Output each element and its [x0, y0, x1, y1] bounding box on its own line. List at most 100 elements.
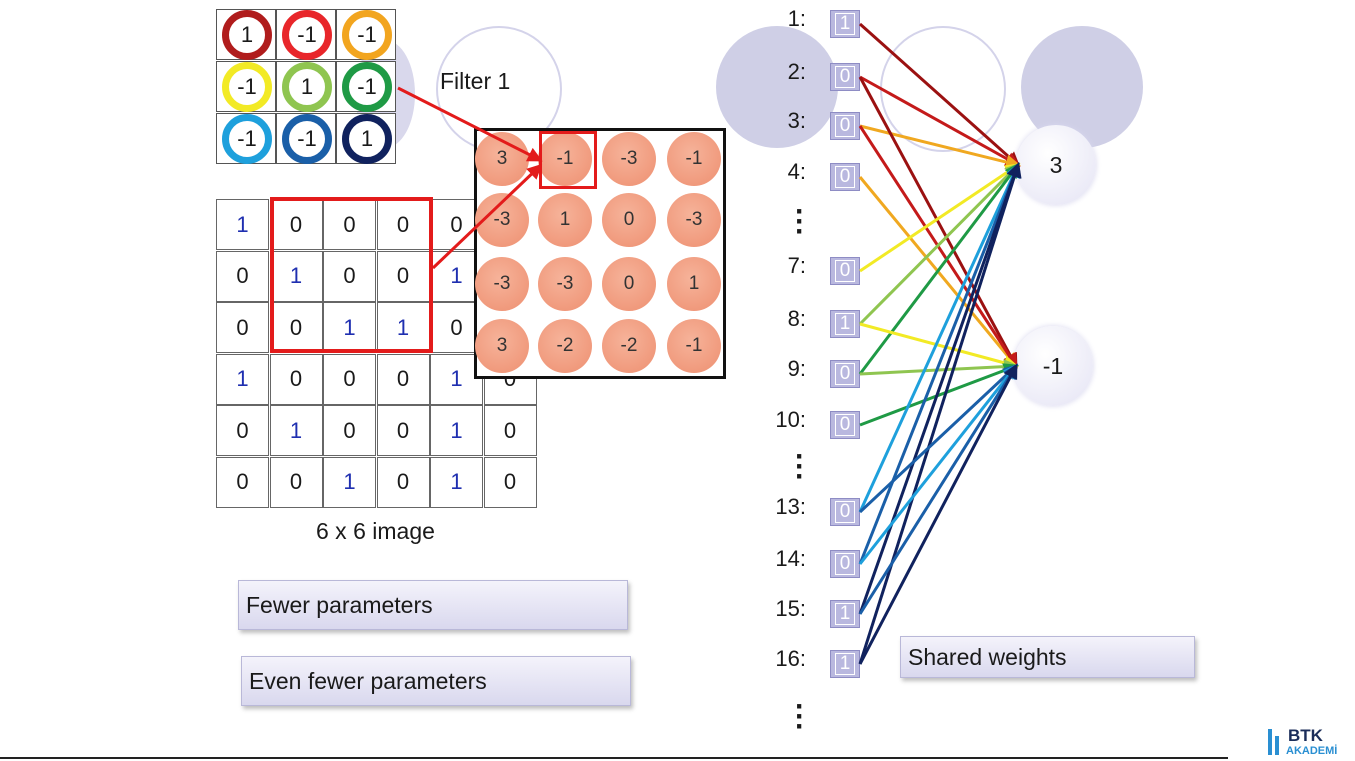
shared-weights-button[interactable]: Shared weights	[900, 636, 1195, 678]
input-node: 0	[830, 163, 860, 191]
filter-value: -1	[342, 62, 392, 112]
image-cell: 1	[323, 456, 376, 508]
input-index-label: 13:	[775, 494, 806, 519]
feature-value: 0	[602, 193, 656, 247]
filter-cell: -1	[336, 61, 396, 112]
input-index-label: 16:	[775, 646, 806, 671]
logo-text: BTK	[1288, 726, 1323, 745]
input-node: 0	[830, 360, 860, 388]
input-node: 0	[830, 411, 860, 439]
image-cell: 0	[269, 302, 323, 353]
input-value: 0	[835, 166, 855, 188]
image-cell: 0	[483, 456, 537, 508]
image-cell: 1	[269, 405, 323, 456]
filter-cell: -1	[276, 113, 336, 164]
ellipsis-dots: ···	[795, 195, 805, 248]
feature-value: 1	[667, 257, 721, 311]
weight-connection	[858, 363, 1018, 665]
input-node: 0	[830, 498, 860, 526]
weight-connection	[859, 163, 1021, 273]
feature-value: -2	[602, 319, 656, 373]
input-index-label: 15:	[775, 596, 806, 621]
logo-mark-icon	[1268, 729, 1272, 755]
input-value: 1	[835, 603, 855, 625]
filter-cell: 1	[276, 61, 336, 112]
filter-value: 1	[222, 10, 272, 60]
filter-value: -1	[222, 62, 272, 112]
input-index-label: 10:	[775, 407, 806, 432]
fewer-parameters-button[interactable]: Fewer parameters	[238, 580, 628, 630]
placeholder-circle	[716, 26, 838, 148]
input-node: 1	[830, 310, 860, 338]
feature-value: 3	[475, 132, 529, 186]
weight-connection	[858, 125, 1018, 369]
image-cell: 0	[216, 250, 269, 302]
input-index-label: 14:	[775, 546, 806, 571]
filter-cell: -1	[216, 113, 276, 164]
input-value: 0	[835, 260, 855, 282]
input-index-label: 9:	[787, 356, 806, 381]
image-cell: 0	[376, 405, 430, 456]
filter-cell: -1	[216, 61, 276, 112]
input-node: 1	[830, 10, 860, 38]
weight-connection	[858, 162, 1021, 326]
bottom-divider	[0, 757, 1228, 759]
btk-logo: BTK AKADEMİ	[1268, 726, 1348, 760]
image-cell: 0	[376, 353, 430, 405]
placeholder-circle	[880, 26, 1006, 152]
input-index-label: 3:	[787, 108, 806, 133]
weight-connection	[858, 162, 1020, 513]
feature-value: -3	[602, 132, 656, 186]
image-caption: 6 x 6 image	[316, 518, 435, 544]
feature-value: 0	[602, 257, 656, 311]
image-cell: 0	[216, 456, 269, 508]
image-cell: 0	[323, 250, 376, 302]
feature-highlight-box	[539, 131, 597, 189]
image-cell: 1	[216, 199, 269, 250]
ellipsis-dots: ···	[795, 690, 805, 743]
filter-value: 1	[342, 114, 392, 164]
input-value: 0	[835, 115, 855, 137]
weight-connection	[858, 162, 1022, 665]
image-cell: 1	[216, 353, 269, 405]
logo-subtext: AKADEMİ	[1286, 745, 1338, 757]
image-cell: 0	[483, 405, 537, 456]
even-fewer-parameters-button[interactable]: Even fewer parameters	[241, 656, 631, 706]
image-cell: 0	[323, 199, 376, 250]
input-value: 0	[835, 414, 855, 436]
input-value: 1	[835, 13, 855, 35]
image-cell: 1	[323, 302, 376, 353]
image-cell: 0	[269, 456, 323, 508]
image-cell: 0	[269, 199, 323, 250]
filter-cell: -1	[276, 9, 336, 60]
filter-value: -1	[222, 114, 272, 164]
input-value: 0	[835, 501, 855, 523]
image-cell: 0	[216, 302, 269, 353]
filter-value: -1	[282, 114, 332, 164]
image-cell: 0	[269, 353, 323, 405]
logo-mark-icon	[1275, 736, 1279, 755]
input-node: 0	[830, 550, 860, 578]
weight-connection	[859, 363, 1019, 427]
ellipsis-dots: ···	[795, 440, 805, 493]
weight-connection	[858, 162, 1021, 565]
input-value: 1	[835, 653, 855, 675]
feature-value: -1	[538, 132, 592, 186]
input-index-label: 2:	[787, 59, 806, 84]
input-node: 1	[830, 600, 860, 628]
weight-connection	[858, 363, 1018, 615]
input-value: 0	[835, 66, 855, 88]
input-node: 0	[830, 257, 860, 285]
image-cell: 1	[376, 302, 430, 353]
feature-value: -3	[475, 193, 529, 247]
image-cell: 0	[216, 405, 269, 456]
image-cell: 1	[430, 456, 483, 508]
weight-connection	[858, 162, 1020, 375]
filter-cell: -1	[336, 9, 396, 60]
image-cell: 0	[376, 199, 430, 250]
input-value: 0	[835, 363, 855, 385]
weight-connection	[859, 359, 1019, 376]
image-cell: 0	[376, 456, 430, 508]
input-value: 0	[835, 553, 855, 575]
filter-value: 1	[282, 62, 332, 112]
